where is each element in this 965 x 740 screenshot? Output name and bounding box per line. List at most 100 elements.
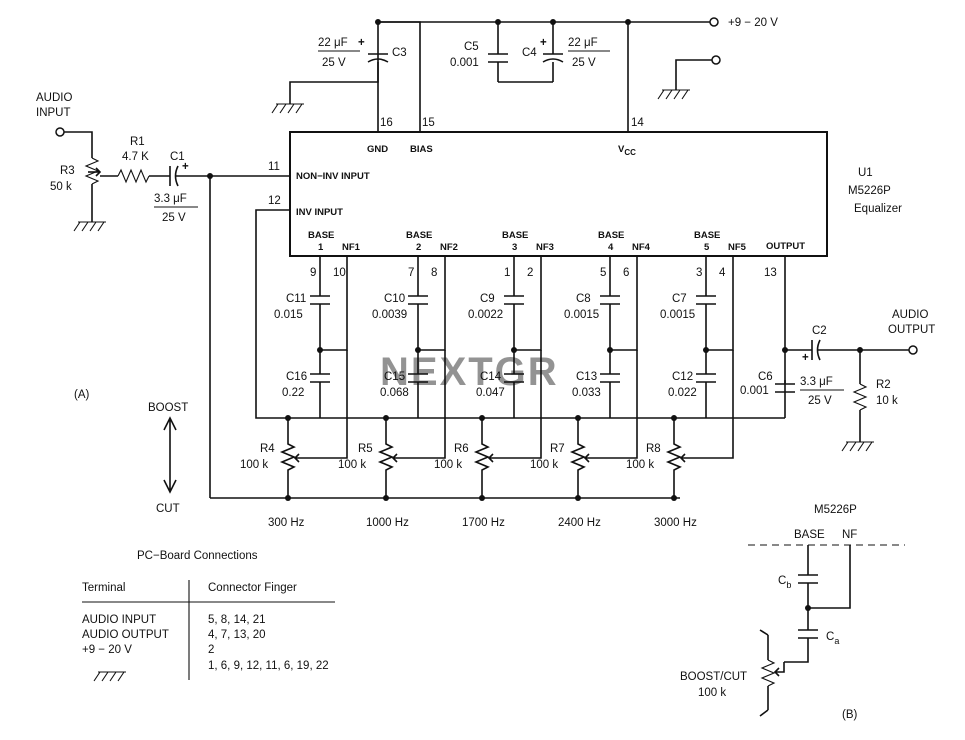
pot-val: 100 k [530,459,558,471]
r2-val: 10 k [876,395,898,407]
pcb-finger-3: 2 [208,644,215,656]
base-label: BASE [598,230,624,241]
c4-volt: 25 V [572,57,596,69]
audio-input-label-2: INPUT [36,107,71,119]
band-freq: 3000 Hz [654,517,697,529]
pin-12: 12 [268,195,281,207]
band-pot-5 [665,418,683,498]
cap-val: 0.0022 [468,309,503,321]
band-caps-3 [504,256,524,418]
pin-num: 9 [310,267,316,279]
inset-b: M5226P BASE NF Cb Ca BOOST/CUT 100 k (B) [680,504,905,721]
nf-label: NF4 [632,242,651,253]
inset-nf: NF [842,529,857,541]
pot-ref: R4 [260,443,275,455]
cap-val: 0.015 [274,309,303,321]
ground-icon [93,671,127,682]
band-pot-2 [377,418,395,498]
base-label: BASE [502,230,528,241]
pot-ref: R8 [646,443,661,455]
pin-num: 7 [408,267,414,279]
band-freq: 1700 Hz [462,517,505,529]
cap-val: 0.047 [476,387,505,399]
cap-ref: C10 [384,293,405,305]
boost-label: BOOST [148,402,188,414]
cap-ref: C9 [480,293,495,305]
svg-text:+: + [802,352,809,364]
band-freq: 1000 Hz [366,517,409,529]
pcb-header-finger: Connector Finger [208,582,297,594]
non-inv-label: NON−INV INPUT [296,171,370,182]
pin-11: 11 [268,161,280,173]
inv-label: INV INPUT [296,207,343,218]
c1-val: 3.3 μF [154,193,187,205]
c6-ref: C6 [758,371,773,383]
pcb-term-1: AUDIO INPUT [82,614,157,626]
base-label: BASE [406,230,432,241]
audio-output-label-1: AUDIO [892,309,928,321]
pin-num: 10 [333,267,346,279]
inset-base: BASE [794,529,825,541]
band-pot-1 [279,418,297,498]
pcb-header-terminal: Terminal [82,582,126,594]
band-caps-4 [600,256,620,418]
base-num: 2 [416,242,421,253]
c5-ref: C5 [464,41,479,53]
pcb-title: PC−Board Connections [137,550,258,562]
cap-val: 0.0039 [372,309,407,321]
pcb-term-3: +9 − 20 V [82,644,132,656]
inset-cb: Cb [778,575,791,590]
cap-ref: C8 [576,293,591,305]
pin-num: 4 [719,267,726,279]
cap-ref: C12 [672,371,693,383]
nf-label: NF3 [536,242,554,253]
ic-part: M5226P [848,185,891,197]
band-wiper-5 [679,350,734,463]
svg-text:+: + [182,161,189,173]
junction-dot [317,347,323,353]
c2-ref: C2 [812,325,827,337]
pin-14: 14 [631,117,644,129]
c2-volt: 25 V [808,395,832,407]
junction-dot [511,347,517,353]
base-num: 5 [704,242,710,253]
pin-13: 13 [764,267,777,279]
band-wiper-2 [391,350,446,463]
c5-val: 0.001 [450,57,479,69]
pot-ref: R5 [358,443,373,455]
band-wiper-4 [583,350,638,463]
pot-val: 100 k [434,459,462,471]
pin-num: 3 [696,267,702,279]
c3-ref: C3 [392,47,407,59]
svg-text:+: + [540,37,547,49]
pin-num: 6 [623,267,629,279]
c1-volt: 25 V [162,212,186,224]
r3-ref: R3 [60,165,75,177]
audio-output-terminal[interactable] [908,345,918,355]
ic-ref: U1 [858,167,873,179]
cap-ref: C16 [286,371,307,383]
cap-val: 0.0015 [564,309,599,321]
junction-dot [607,347,613,353]
supply-terminal[interactable] [709,17,719,27]
base-label: BASE [694,230,720,241]
junction-dot [703,347,709,353]
c4-val: 22 μF [568,37,598,49]
band-pot-4 [569,418,587,498]
pin-num: 5 [600,267,606,279]
cap-val: 0.0015 [660,309,695,321]
pot-val: 100 k [240,459,268,471]
pin-num: 1 [504,267,510,279]
inset-pot-val: 100 k [698,687,726,699]
cap-ref: C7 [672,293,687,305]
audio-output-label-2: OUTPUT [888,324,935,336]
pot-ref: R6 [454,443,469,455]
nf-label: NF1 [342,242,361,253]
cap-ref: C13 [576,371,597,383]
nf-label: NF5 [728,242,747,253]
audio-input-terminal[interactable] [55,127,65,137]
band-freq: 2400 Hz [558,517,601,529]
watermark: NEXTGR [380,350,559,394]
inset-pot-label: BOOST/CUT [680,671,747,683]
